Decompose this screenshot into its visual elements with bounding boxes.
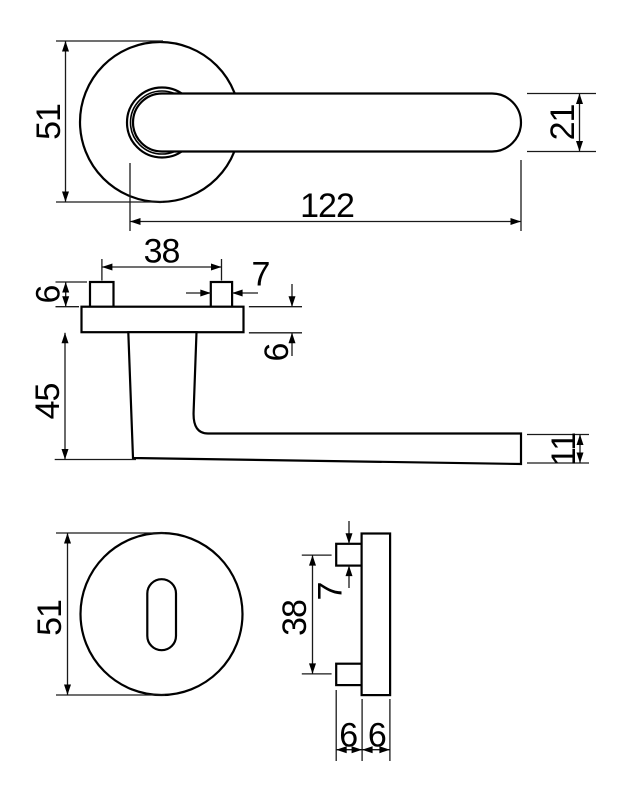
dim-handle-projection: 45 xyxy=(29,332,136,461)
dim-label-pin-spacing-side: 38 xyxy=(144,233,180,271)
lever-outline xyxy=(131,92,523,153)
arrowhead xyxy=(61,332,69,344)
dim-rose-thickness: 6 xyxy=(248,284,302,361)
escutcheon-circle xyxy=(79,531,244,697)
arrowhead xyxy=(510,218,521,225)
arrowhead xyxy=(379,746,390,754)
handle-side-profile xyxy=(127,331,523,466)
arrowhead xyxy=(576,434,584,445)
dim-label-lever-thickness: 11 xyxy=(545,433,583,466)
dim-pin-spacing-side: 38 xyxy=(101,233,223,281)
dim-handle-length: 122 xyxy=(129,160,522,231)
arrowhead xyxy=(61,449,69,460)
arrowhead xyxy=(62,296,70,307)
arrowhead xyxy=(232,289,243,297)
arrowhead xyxy=(64,533,71,544)
arrowhead xyxy=(101,263,113,271)
dim-label-rose-diameter-escutcheon: 51 xyxy=(31,600,69,636)
arrowhead xyxy=(576,452,584,463)
dim-label-pin-width: 7 xyxy=(252,256,270,294)
dim-label-handle-length: 122 xyxy=(300,187,354,225)
rose-side-plate xyxy=(80,305,245,334)
arrowhead xyxy=(351,746,363,754)
arrowhead xyxy=(62,191,69,202)
view-escutcheon-side: 38 7 6 6 xyxy=(276,521,392,761)
pin-left xyxy=(88,280,115,309)
view-escutcheon-front: 51 xyxy=(31,531,244,697)
arrowhead xyxy=(576,93,583,104)
dim-label-plate-thickness: 6 xyxy=(368,717,386,755)
dim-label-pin-spacing-escutcheon: 38 xyxy=(276,600,314,636)
dim-label-pin-depth: 6 xyxy=(339,717,357,755)
arrowhead xyxy=(309,663,316,674)
arrowhead xyxy=(288,332,296,344)
dim-pin-height-escutcheon: 7 xyxy=(311,521,353,600)
dim-rose-diameter-escutcheon: 51 xyxy=(31,532,165,696)
escutcheon-pin-top xyxy=(335,542,363,567)
dim-label-handle-projection: 45 xyxy=(29,384,67,420)
dim-label-lever-width: 21 xyxy=(544,105,582,141)
arrowhead xyxy=(336,746,347,754)
dim-label-pin-height-escutcheon: 7 xyxy=(311,582,349,600)
dim-pin-spacing-escutcheon: 38 xyxy=(276,554,332,675)
escutcheon-pin-bottom xyxy=(335,662,363,687)
view-handle-side: 38 7 6 6 xyxy=(29,233,589,466)
view-handle-front: 51 21 122 xyxy=(30,40,596,231)
dim-label-pin-height-side: 6 xyxy=(29,285,67,303)
arrowhead xyxy=(64,684,71,695)
arrowhead xyxy=(309,555,316,566)
keyhole xyxy=(146,578,178,652)
dim-lever-thickness: 11 xyxy=(527,433,589,466)
arrowhead xyxy=(130,218,141,225)
dim-pin-width: 7 xyxy=(186,256,271,297)
arrowhead xyxy=(211,263,222,271)
dim-depth-thickness: 6 6 xyxy=(335,690,391,761)
dim-lever-width: 21 xyxy=(527,92,596,153)
escutcheon-side-plate xyxy=(360,532,392,697)
arrowhead xyxy=(345,533,353,544)
dim-label-rose-diameter-front: 51 xyxy=(30,104,68,140)
arrowhead xyxy=(362,746,373,754)
arrowhead xyxy=(62,41,69,52)
arrowhead xyxy=(576,141,583,152)
dim-rose-diameter-front: 51 xyxy=(30,40,163,203)
arrowhead xyxy=(62,282,70,293)
pin-right xyxy=(209,280,234,309)
dim-label-rose-thickness: 6 xyxy=(258,343,296,361)
arrowhead xyxy=(200,289,211,297)
dim-pin-height-side: 6 xyxy=(29,281,87,308)
arrowhead xyxy=(288,296,296,307)
arrowhead xyxy=(345,565,353,577)
